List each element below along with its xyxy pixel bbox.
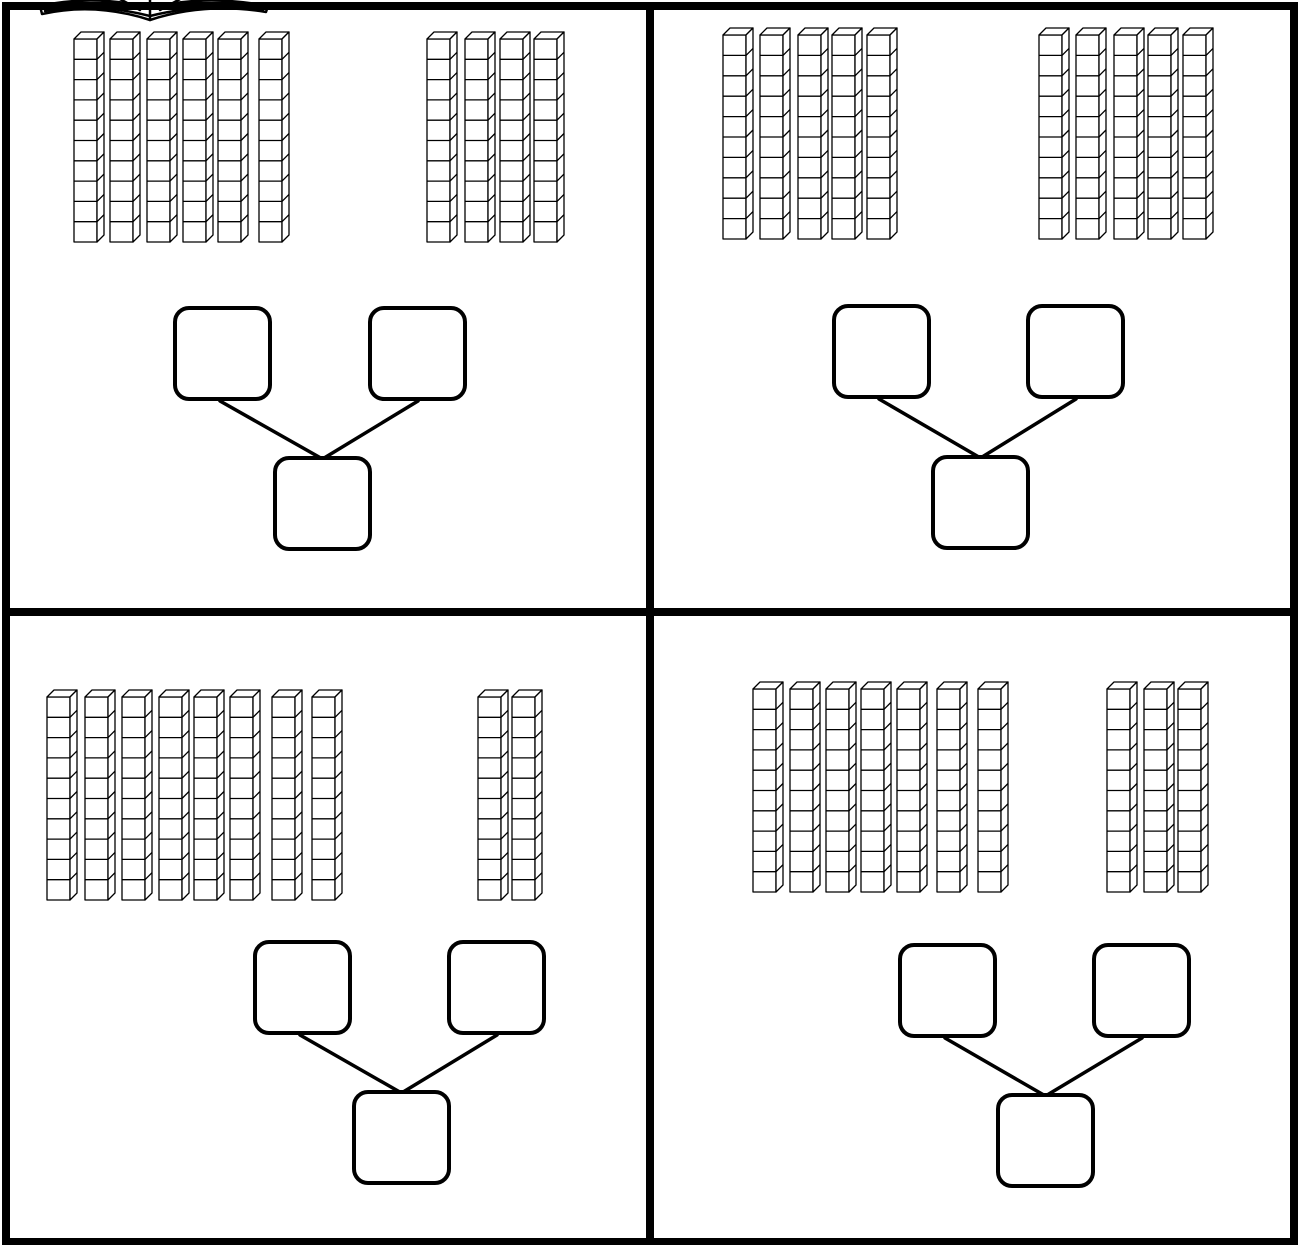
- part-box-right[interactable]: [1028, 306, 1123, 397]
- ten-rod: [798, 28, 828, 239]
- ten-rod: [218, 32, 248, 242]
- rod-group: [47, 690, 342, 900]
- part-box-left[interactable]: [255, 942, 350, 1033]
- ten-rod: [897, 682, 927, 892]
- part-box-left[interactable]: [834, 306, 929, 397]
- rod-group: [1107, 682, 1208, 892]
- ten-rod: [183, 32, 213, 242]
- ten-rod: [85, 690, 115, 900]
- ten-rod: [147, 32, 177, 242]
- ten-rod: [753, 682, 783, 892]
- ten-rod: [1107, 682, 1137, 892]
- whole-box[interactable]: [275, 458, 370, 549]
- whole-box[interactable]: [354, 1092, 449, 1183]
- ten-rod: [74, 32, 104, 242]
- ten-rod: [312, 690, 342, 900]
- ten-rod: [272, 690, 302, 900]
- ten-rod: [427, 32, 457, 242]
- part-box-right[interactable]: [449, 942, 544, 1033]
- rod-group: [1039, 28, 1213, 239]
- ten-rod: [122, 690, 152, 900]
- ten-rod: [861, 682, 891, 892]
- whole-box[interactable]: [933, 457, 1028, 548]
- ten-rod: [760, 28, 790, 239]
- ten-rod: [478, 690, 508, 900]
- ten-rod: [534, 32, 564, 242]
- ten-rod: [230, 690, 260, 900]
- ten-rod: [826, 682, 856, 892]
- rod-group: [427, 32, 564, 242]
- ten-rod: [1148, 28, 1178, 239]
- rod-group: [723, 28, 897, 239]
- ten-rod: [1178, 682, 1208, 892]
- ten-rod: [1114, 28, 1144, 239]
- ten-rod: [1039, 28, 1069, 239]
- ten-rod: [832, 28, 862, 239]
- ten-rod: [465, 32, 495, 242]
- ten-rod: [1144, 682, 1174, 892]
- ten-rod: [1183, 28, 1213, 239]
- ten-rod: [1076, 28, 1106, 239]
- ten-rod: [512, 690, 542, 900]
- ten-rod: [500, 32, 530, 242]
- ten-rod: [194, 690, 224, 900]
- ten-rod: [790, 682, 820, 892]
- part-box-right[interactable]: [1094, 945, 1189, 1036]
- whole-box[interactable]: [998, 1095, 1093, 1186]
- part-box-right[interactable]: [370, 308, 465, 399]
- part-box-left[interactable]: [900, 945, 995, 1036]
- part-box-left[interactable]: [175, 308, 270, 399]
- ten-rod: [723, 28, 753, 239]
- ten-rod: [159, 690, 189, 900]
- ten-rod: [978, 682, 1008, 892]
- ten-rod: [937, 682, 967, 892]
- ten-rod: [867, 28, 897, 239]
- ten-rod: [47, 690, 77, 900]
- ten-rod: [110, 32, 140, 242]
- ten-rod: [259, 32, 289, 242]
